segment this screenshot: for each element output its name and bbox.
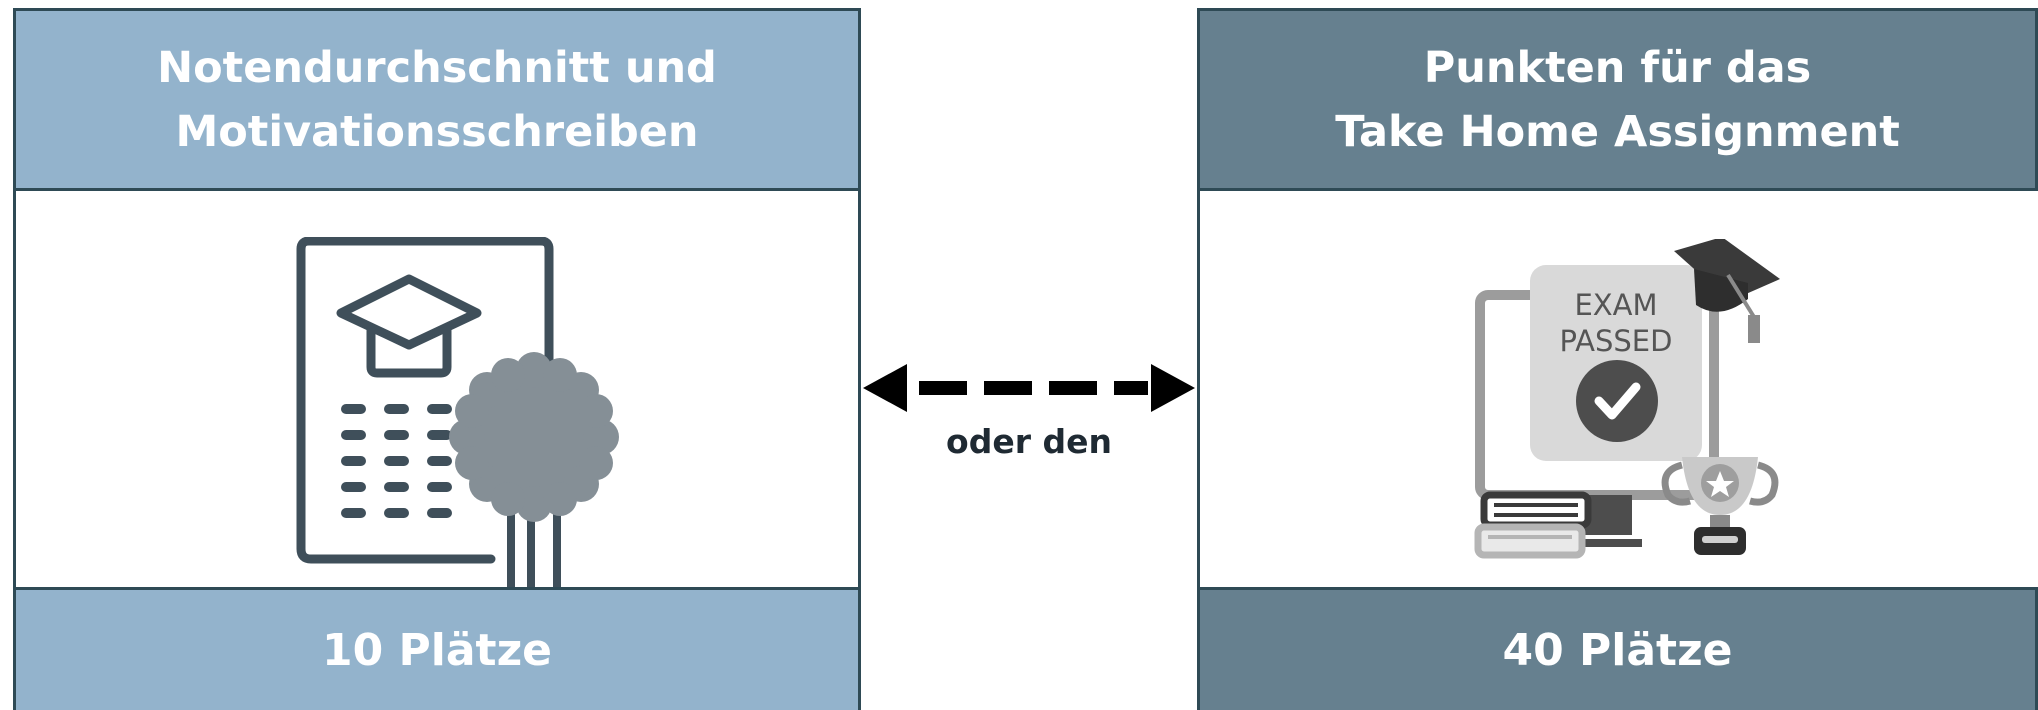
connector-label: oder den	[946, 422, 1112, 461]
exam-passed-icon: EXAM PASSED	[1474, 239, 1780, 559]
card-footer: 40 Plätze	[1197, 587, 2038, 710]
card-title-line1: Notendurchschnitt und	[157, 42, 717, 93]
grade-and-motivation-card: Notendurchschnitt und Motivationsschreib…	[13, 8, 861, 710]
card-header: Notendurchschnitt und Motivationsschreib…	[13, 8, 861, 191]
icon-text-line2: PASSED	[1560, 324, 1673, 358]
icon-text-line1: EXAM	[1574, 288, 1657, 322]
seats-count: 40 Plätze	[1502, 624, 1733, 676]
card-title-line2: Take Home Assignment	[1335, 106, 1900, 157]
card-title-line1: Punkten für das	[1423, 42, 1812, 93]
card-header: Punkten für das Take Home Assignment	[1197, 8, 2038, 191]
certificate-icon	[296, 237, 619, 609]
card-illustration	[16, 191, 858, 609]
card-title-line2: Motivationsschreiben	[175, 106, 699, 157]
card-illustration: EXAM PASSED	[1200, 191, 2038, 587]
card-footer: 10 Plätze	[13, 587, 861, 710]
double-arrow-icon	[863, 364, 1195, 412]
take-home-assignment-card: Punkten für das Take Home Assignment EXA…	[1197, 8, 2038, 710]
seats-count: 10 Plätze	[321, 624, 553, 676]
connector: oder den	[861, 360, 1197, 470]
